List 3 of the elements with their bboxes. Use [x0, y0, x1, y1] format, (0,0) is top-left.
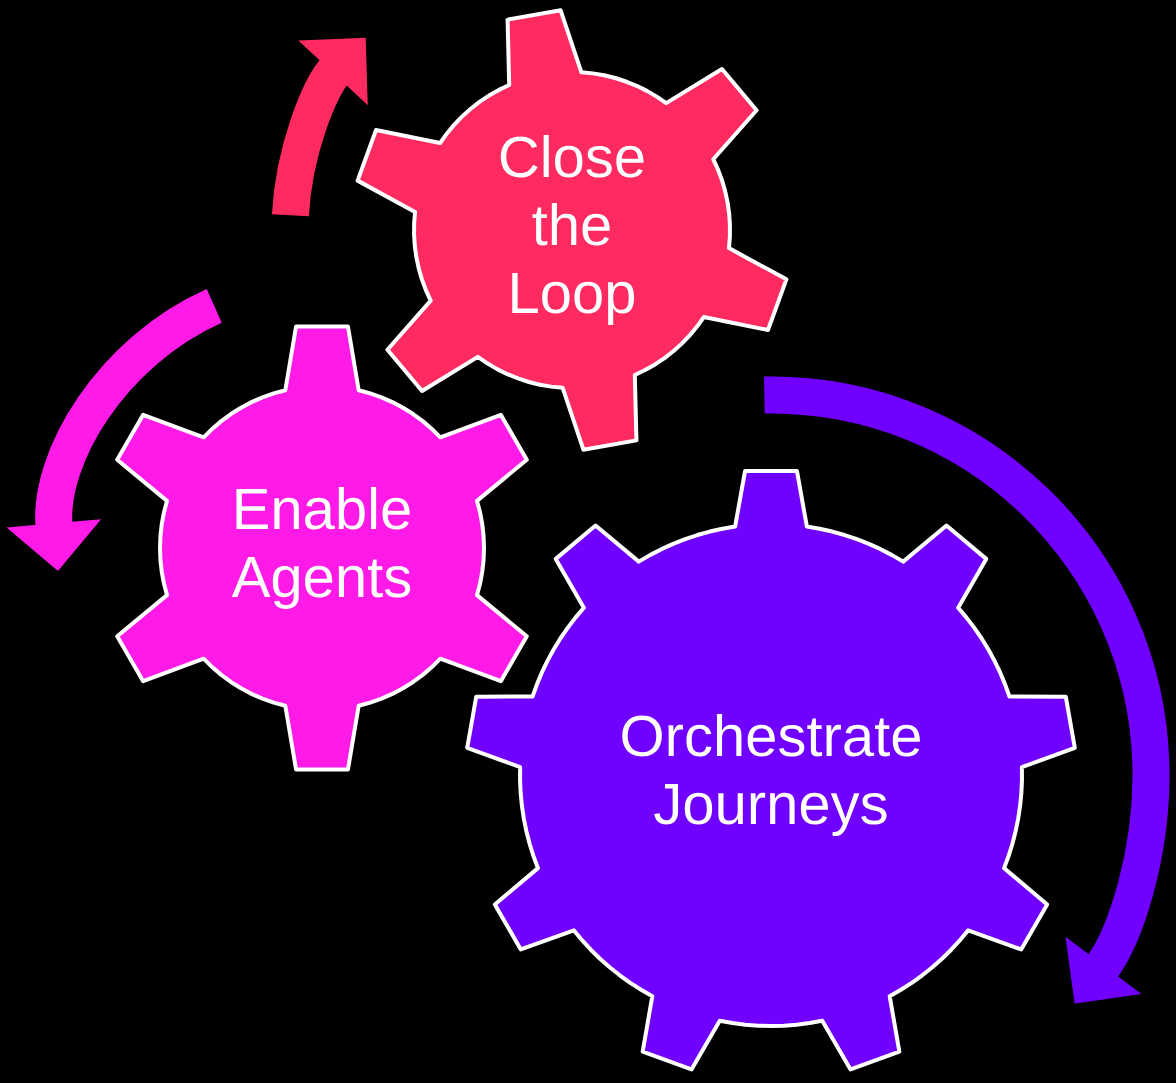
gear: Close the Loop — [355, 8, 789, 452]
gear: Orchestrate Journeys — [465, 469, 1077, 1072]
gear: Enable Agents — [115, 324, 529, 772]
